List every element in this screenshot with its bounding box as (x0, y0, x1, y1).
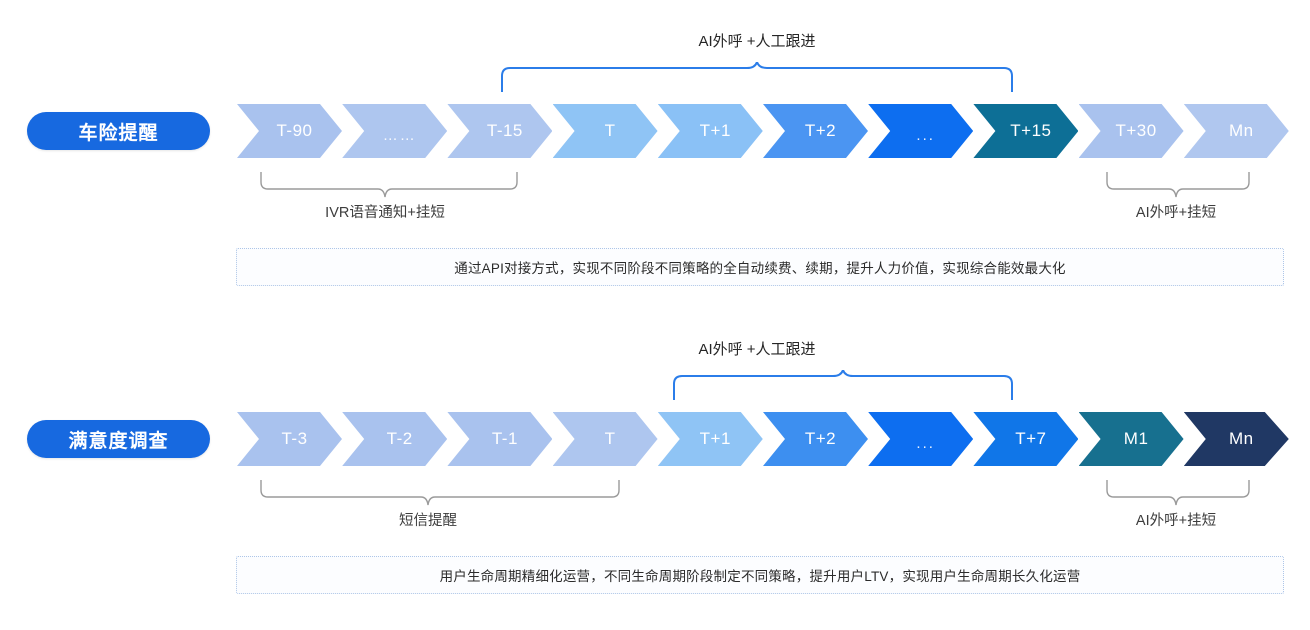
bottom-brace-2b (1106, 480, 1250, 508)
bottom-brace-shape (1106, 480, 1250, 506)
chevron-label: T-15 (486, 121, 523, 140)
chevron-label: T-90 (276, 121, 313, 140)
top-brace-group-2 (672, 370, 1014, 400)
chevron-label: T+15 (1010, 121, 1052, 140)
bottom-brace-shape (260, 480, 620, 506)
chevron-stage-Mn[interactable]: Mn (1184, 412, 1289, 466)
chevron-row-1: T-90 …… T-15 T T+1 T+2... T+15 T+30 Mn (237, 104, 1287, 158)
bottom-brace-1b (1106, 172, 1250, 200)
chevron-label: ... (916, 126, 935, 144)
row-label-pill-satisfaction-survey[interactable]: 满意度调查 (27, 420, 210, 458)
note-text-2: 用户生命周期精细化运营，不同生命周期阶段制定不同策略，提升用户LTV，实现用户生… (439, 569, 1081, 584)
bottom-brace-label-1b: AI外呼+挂短 (1135, 205, 1217, 221)
bottom-brace-label-2a: 短信提醒 (399, 513, 457, 529)
chevron-label: M1 (1123, 429, 1149, 448)
chevron-stage-T-1[interactable]: T-1 (447, 412, 552, 466)
chevron-label: Mn (1228, 121, 1254, 140)
chevron-stage-T-2[interactable]: T-2 (342, 412, 447, 466)
chevron-label: ... (916, 434, 935, 452)
chevron-stage-[interactable]: ... (868, 104, 973, 158)
top-brace-label-1: AI外呼 +人工跟进 (698, 33, 816, 50)
note-box-2: 用户生命周期精细化运营，不同生命周期阶段制定不同策略，提升用户LTV，实现用户生… (236, 556, 1284, 594)
top-brace-group-1 (500, 62, 1014, 92)
bottom-brace-label-2b: AI外呼+挂短 (1135, 513, 1217, 529)
note-box-1: 通过API对接方式，实现不同阶段不同策略的全自动续费、续期，提升人力价值，实现综… (236, 248, 1284, 286)
chevron-stage-T+7[interactable]: T+7 (973, 412, 1078, 466)
bottom-brace-1a (260, 172, 518, 200)
chevron-label: …… (382, 126, 417, 144)
bottom-brace-2a (260, 480, 620, 508)
chevron-label: T-3 (281, 429, 308, 448)
chevron-stage-T+15[interactable]: T+15 (973, 104, 1078, 158)
chevron-stage-T-90[interactable]: T-90 (237, 104, 342, 158)
chevron-row-2: T-3 T-2 T-1 T T+1 T+2... T+7 M1 Mn (237, 412, 1287, 466)
chevron-label: T+1 (699, 429, 731, 448)
chevron-stage-[interactable]: ... (868, 412, 973, 466)
chevron-stage-T-15[interactable]: T-15 (447, 104, 552, 158)
chevron-stage-T+30[interactable]: T+30 (1079, 104, 1184, 158)
chevron-stage-T-3[interactable]: T-3 (237, 412, 342, 466)
chevron-label: T+1 (699, 121, 731, 140)
chevron-label: T+2 (804, 121, 837, 140)
chevron-label: T+30 (1115, 121, 1157, 140)
chevron-stage-Mn[interactable]: Mn (1184, 104, 1289, 158)
chevron-stage-T[interactable]: T (553, 412, 658, 466)
chevron-label: T+2 (804, 429, 837, 448)
chevron-label: T (604, 429, 616, 448)
chevron-stage-T+1[interactable]: T+1 (658, 104, 763, 158)
note-text-1: 通过API对接方式，实现不同阶段不同策略的全自动续费、续期，提升人力价值，实现综… (454, 261, 1066, 276)
chevron-stage-M1[interactable]: M1 (1079, 412, 1184, 466)
chevron-stage-T+2[interactable]: T+2 (763, 412, 868, 466)
chevron-stage-T+1[interactable]: T+1 (658, 412, 763, 466)
chevron-label: T-1 (491, 429, 518, 448)
chevron-label: T-2 (386, 429, 413, 448)
row-label-pill-car-insurance-reminder[interactable]: 车险提醒 (27, 112, 210, 150)
top-brace-label-2: AI外呼 +人工跟进 (698, 341, 816, 358)
chevron-label: T (604, 121, 616, 140)
chevron-label: T+7 (1015, 429, 1047, 448)
bottom-brace-shape (260, 172, 518, 198)
chevron-stage-T[interactable]: T (553, 104, 658, 158)
chevron-stage-[interactable]: …… (342, 104, 447, 158)
chevron-label: Mn (1228, 429, 1254, 448)
bottom-brace-shape (1106, 172, 1250, 198)
bottom-brace-label-1a: IVR语音通知+挂短 (325, 205, 445, 221)
chevron-stage-T+2[interactable]: T+2 (763, 104, 868, 158)
